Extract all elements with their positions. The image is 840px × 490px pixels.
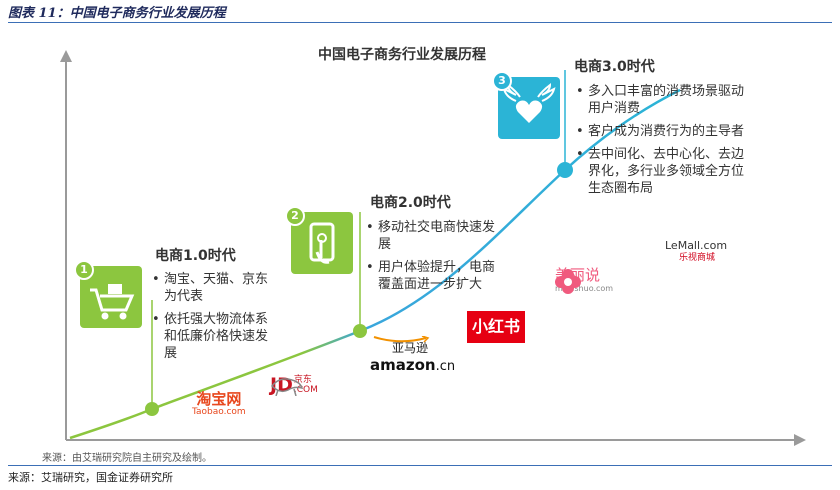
stage-1-badge: 1 [74,260,94,280]
node-3 [557,162,573,178]
stage-1-bullets: 淘宝、天猫、京东为代表 依托强大物流体系和低廉价格快速发展 [150,271,280,368]
meilishuo-logo-en: meilishuo.com [555,284,614,293]
taobao-logo: 淘宝网 Taobao.com [192,388,246,417]
bottom-rule [8,465,832,466]
stage-3-bullet: 客户成为消费行为的主导者 [574,123,754,140]
amazon-smile-icon [373,336,430,343]
meilishuo-flower-icon [555,269,581,294]
xiaohongshu-logo-text: 小红书 [471,317,520,336]
stage-2-title: 电商2.0时代 [370,195,451,211]
stage-1-title: 电商1.0时代 [155,248,236,264]
stage-3-badge: 3 [492,71,512,91]
stage-3-bullet: 去中间化、去中心化、去边界化，多行业多领域全方位生态圈布局 [574,146,754,197]
jd-logo-cn: 京东 [293,375,312,385]
stage-3-bullets: 多入口丰富的消费场景驱动用户消费 客户成为消费行为的主导者 去中间化、去中心化、… [574,83,754,203]
mobile-touch-icon [309,222,335,264]
meilishuo-logo: 美丽说 meilishuo.com [555,268,613,296]
winged-heart-icon [502,82,556,123]
top-rule [8,22,832,23]
diagram-title: 中国电子商务行业发展历程 [318,47,486,63]
jd-logo-suffix: .COM [293,385,318,395]
node-1 [145,402,159,416]
taobao-logo-en: Taobao.com [192,407,246,417]
figure-title: 图表 11：中国电子商务行业发展历程 [8,6,226,21]
diagram-source: 来源：由艾瑞研究院自主研究及绘制。 [42,453,212,464]
amazon-logo-en: amazon [370,356,436,374]
xiaohongshu-logo: 小红书 [467,311,525,343]
x-axis-arrow [794,434,806,446]
stage-2-badge: 2 [285,206,305,226]
taobao-logo-cn: 淘宝网 [196,390,242,408]
shopping-cart-icon [90,284,135,320]
stage-2-bullets: 移动社交电商快速发展 用户体验提升，电商覆盖面进一步扩大 [364,219,496,299]
figure-source: 来源：艾瑞研究，国金证券研究所 [8,471,173,484]
jd-dog-icon [270,378,304,396]
y-axis-arrow [60,50,72,62]
stage-2-bullet: 移动社交电商快速发展 [364,219,496,253]
stage-1-bullet: 淘宝、天猫、京东为代表 [150,271,280,305]
lemall-logo-cn: 乐视商城 [679,253,716,263]
stage-3-bullet: 多入口丰富的消费场景驱动用户消费 [574,83,754,117]
stage-1-bullet: 依托强大物流体系和低廉价格快速发展 [150,311,280,362]
amazon-logo-suffix: .cn [435,359,456,374]
stage-2-bullet: 用户体验提升，电商覆盖面进一步扩大 [364,259,496,293]
lemall-logo-en: LeMall.com [665,239,728,252]
lemall-logo: LeMall.com 乐视商城 [665,240,727,264]
amazon-logo-cn: 亚马逊 [392,341,429,355]
node-2 [353,324,367,338]
stage-3-title: 电商3.0时代 [574,59,655,75]
amazon-logo: 亚马逊 amazon.cn [370,336,456,374]
